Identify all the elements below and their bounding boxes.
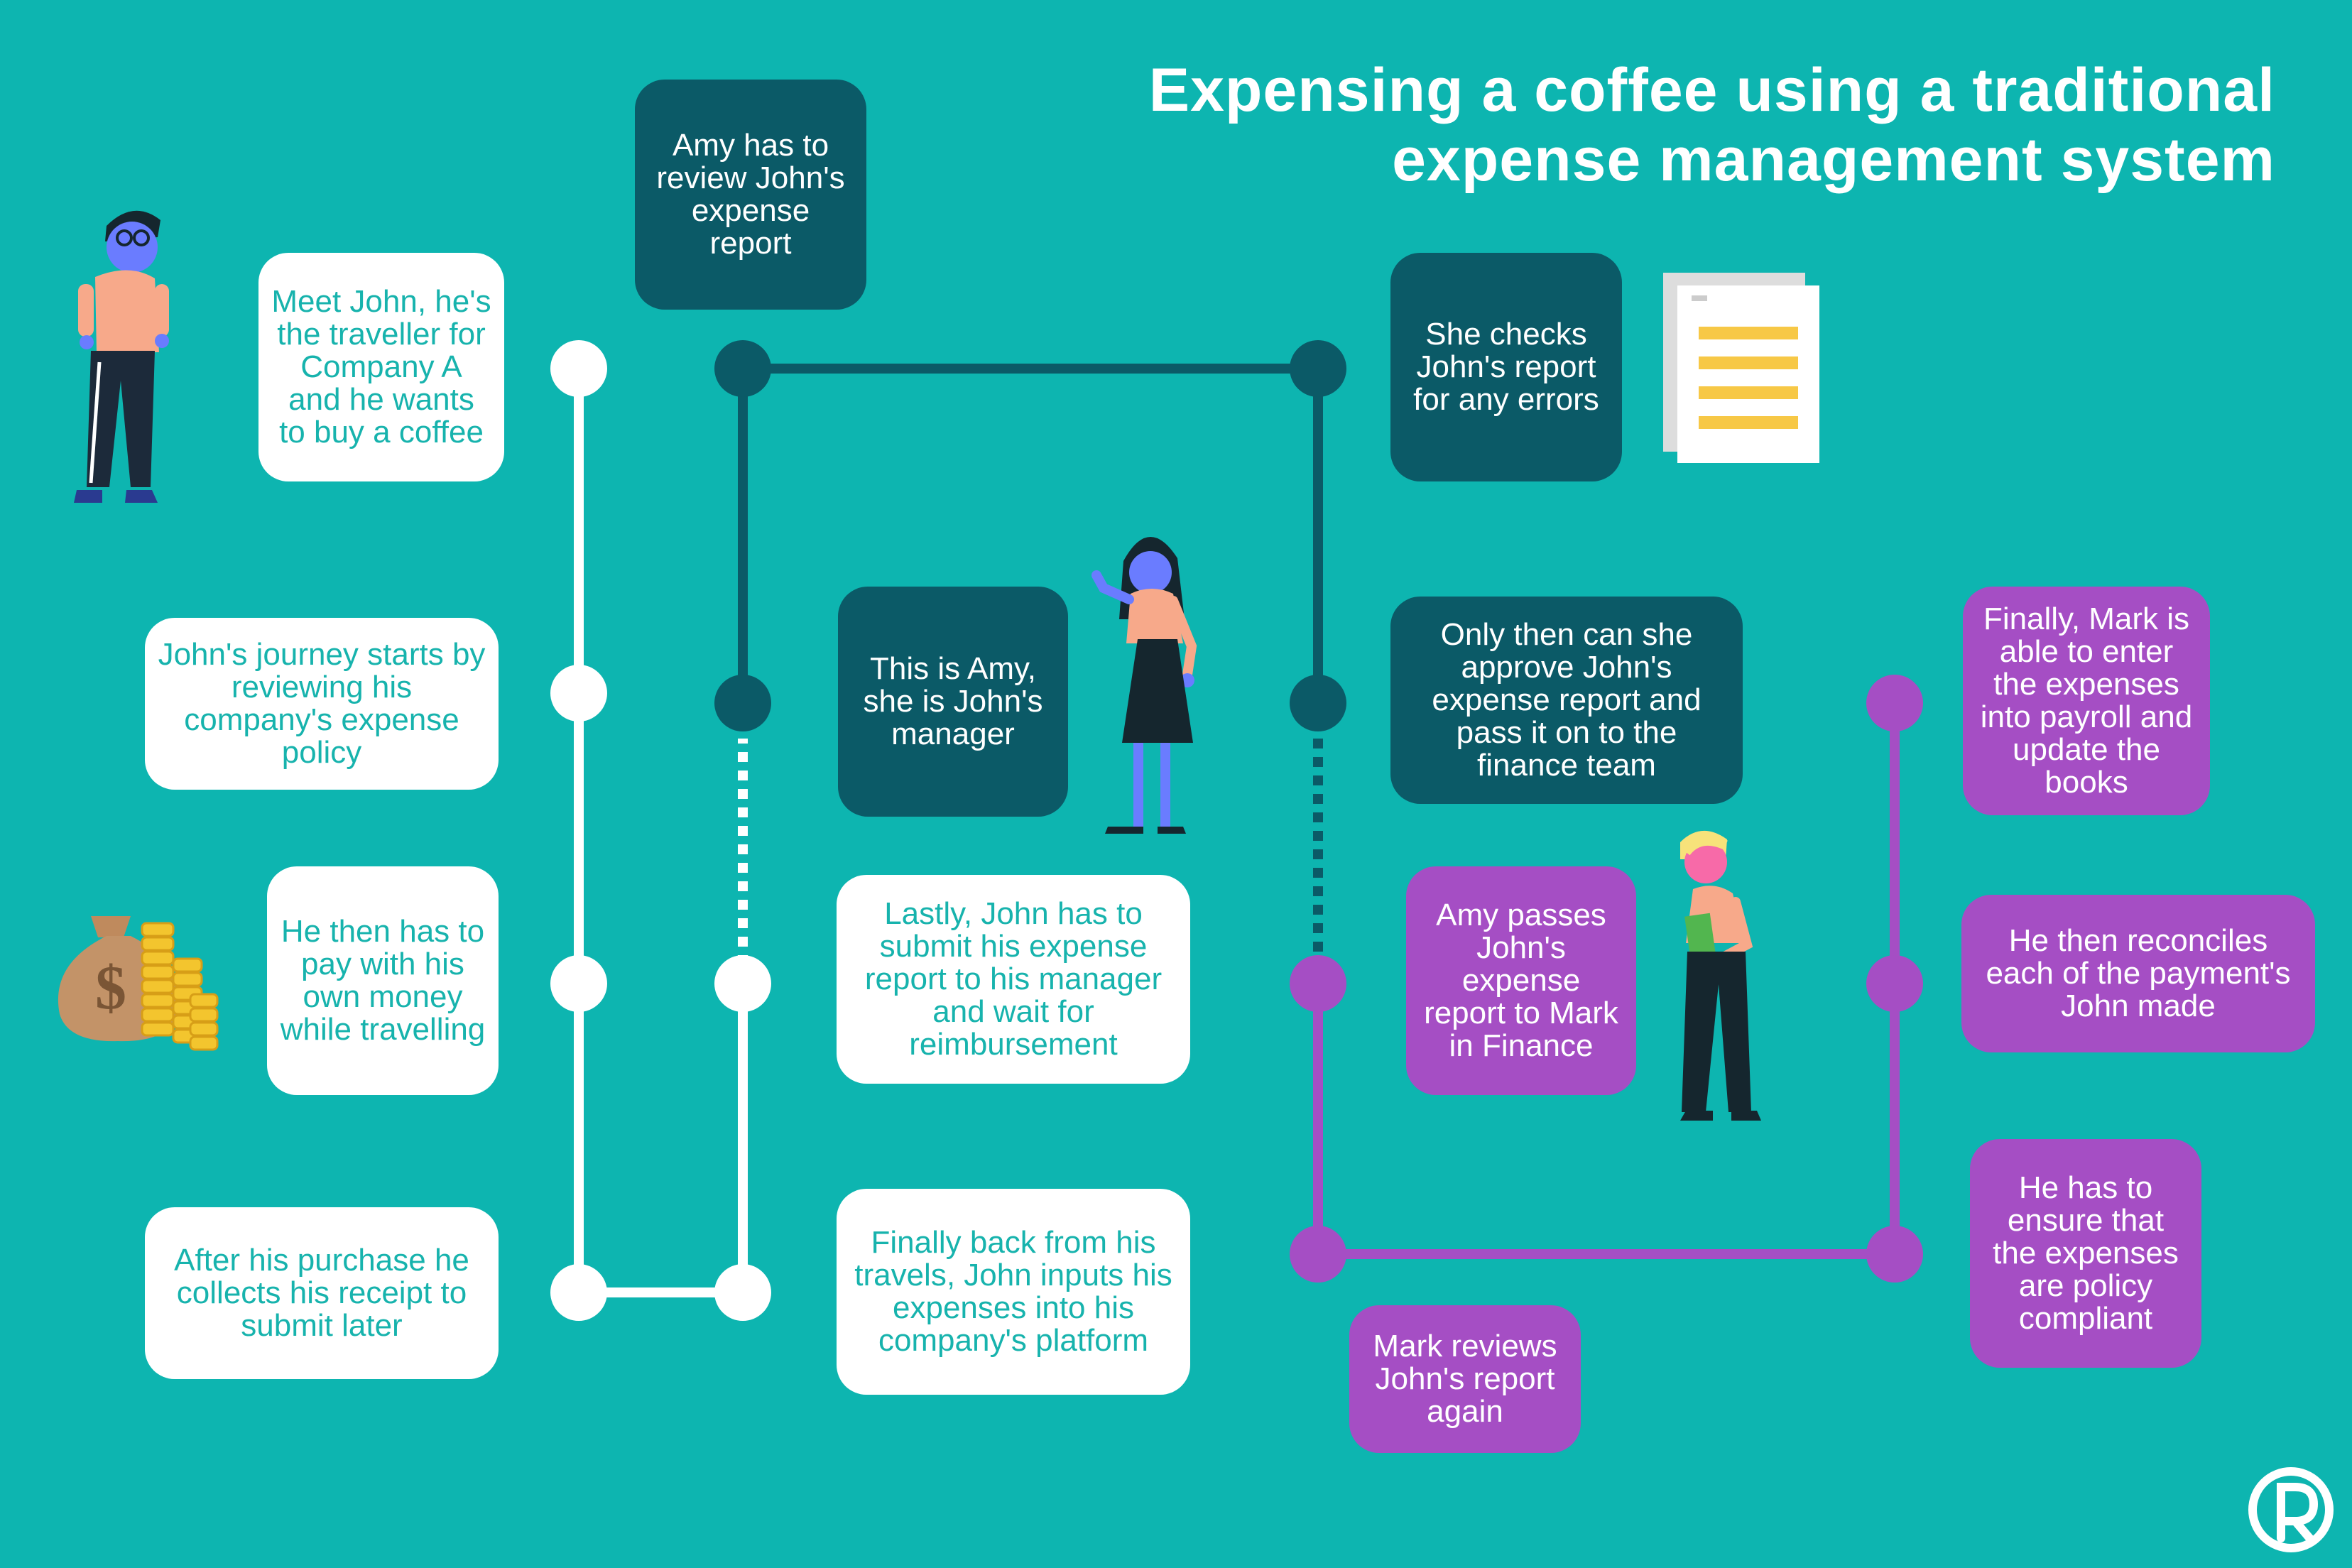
step-mark-reviews: Mark reviews John's report again [1349,1305,1581,1453]
step-submit-report-text: Lastly, John has to submit his expense r… [864,896,1163,1062]
node-policy-compliant [1866,1226,1923,1283]
step-meet-john: Meet John, he's the traveller for Compan… [258,253,504,481]
step-inputs-expenses-text: Finally back from his travels, John inpu… [854,1225,1172,1358]
node-journey-starts [550,665,607,722]
step-policy-compliant: He has to ensure that the expenses are p… [1970,1139,2201,1368]
step-this-is-amy-text: This is Amy, she is John's manager [863,651,1043,751]
page-title-line-2: expense management system [1392,126,2275,194]
node-pay-own-money [550,955,607,1012]
white-path [574,369,748,1297]
step-approve-pass-text: Only then can she approve John's expense… [1432,617,1702,783]
step-pay-own-money: He then has to pay with his own money wh… [267,866,499,1095]
step-checks-errors-text: She checks John's report for any errors [1413,317,1599,417]
teal-nodes [714,340,1346,731]
step-policy-compliant-text: He has to ensure that the expenses are p… [1993,1170,2179,1336]
node-this-is-amy [714,675,771,731]
node-amy-passes [1290,955,1346,1012]
step-submit-report: Lastly, John has to submit his expense r… [837,875,1190,1084]
brand-logo-icon [2248,1467,2334,1552]
node-checks-errors [1290,340,1346,397]
step-collects-receipt: After his purchase he collects his recei… [145,1207,499,1379]
node-meet-john [550,340,607,397]
white-nodes [550,340,771,1321]
node-submit-report [714,955,771,1012]
step-amy-review-text: Amy has to review John's expense report [656,128,845,261]
page-title-line-1: Expensing a coffee using a traditional [1148,56,2275,124]
step-amy-review: Amy has to review John's expense report [635,80,866,310]
step-inputs-expenses: Finally back from his travels, John inpu… [837,1189,1190,1395]
purple-nodes [1290,675,1923,1283]
step-approve-pass: Only then can she approve John's expense… [1390,597,1743,804]
step-this-is-amy: This is Amy, she is John's manager [838,587,1068,817]
step-journey-starts-text: John's journey starts by reviewing his c… [158,637,486,770]
node-collects-receipt [550,1264,607,1321]
step-enter-payroll: Finally, Mark is able to enter the expen… [1963,587,2210,815]
page-title: Expensing a coffee using a traditional e… [926,55,2275,195]
step-meet-john-text: Meet John, he's the traveller for Compan… [271,284,491,450]
step-checks-errors: She checks John's report for any errors [1390,253,1622,481]
step-enter-payroll-text: Finally, Mark is able to enter the expen… [1980,601,2193,800]
documents-icon [1663,273,1819,463]
step-mark-reviews-text: Mark reviews John's report again [1373,1329,1557,1429]
node-reconciles [1866,955,1923,1012]
traveller-person-icon [74,210,169,503]
step-journey-starts: John's journey starts by reviewing his c… [145,618,499,790]
step-collects-receipt-text: After his purchase he collects his recei… [174,1243,469,1343]
money-bag-coins-icon: $ [58,916,219,1051]
node-enter-payroll [1866,675,1923,731]
step-amy-passes: Amy passes John's expense report to Mark… [1406,866,1636,1095]
node-mark-reviews [1290,1226,1346,1283]
node-amy-review [714,340,771,397]
step-reconciles-text: He then reconciles each of the payment's… [1986,923,2291,1023]
step-reconciles: He then reconciles each of the payment's… [1961,895,2315,1052]
teal-path [738,364,1323,955]
finance-person-icon [1680,830,1761,1121]
svg-text:$: $ [95,954,126,1023]
step-pay-own-money-text: He then has to pay with his own money wh… [280,914,486,1047]
node-approve-pass [1290,675,1346,731]
step-amy-passes-text: Amy passes John's expense report to Mark… [1424,898,1618,1063]
node-inputs-expenses [714,1264,771,1321]
manager-person-icon [1091,536,1197,834]
